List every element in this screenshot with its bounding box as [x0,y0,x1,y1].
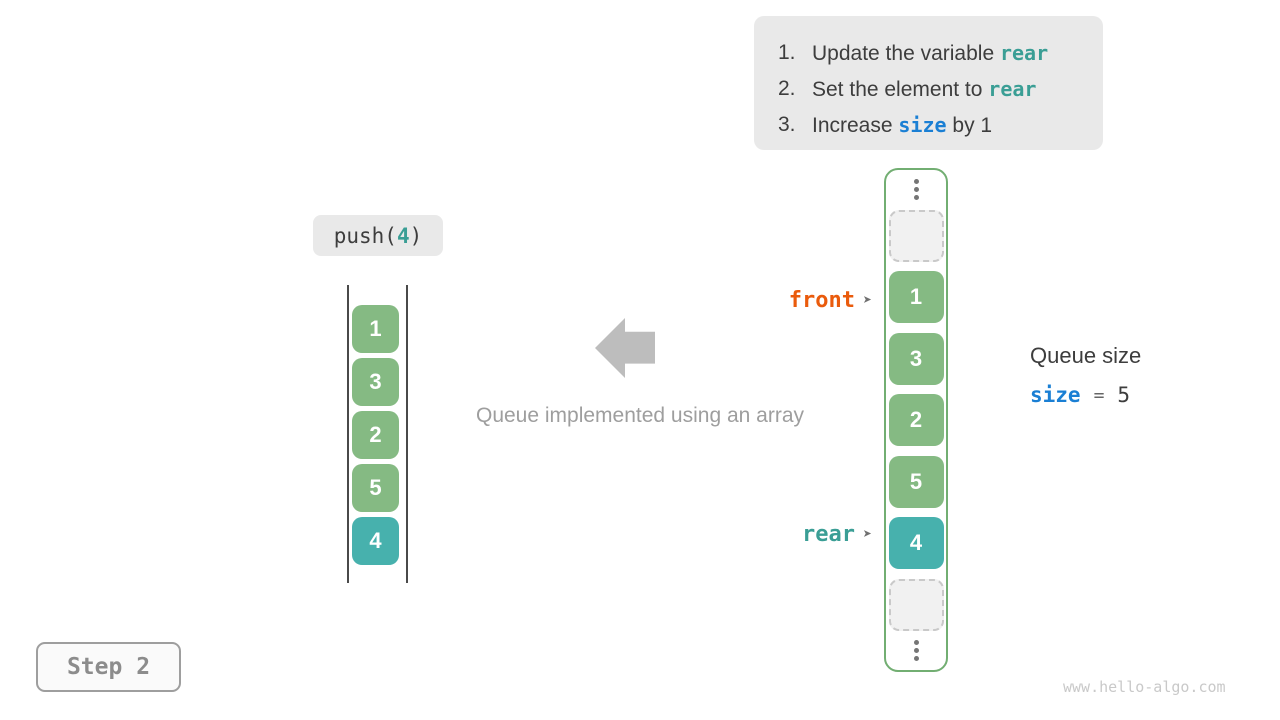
array-cell: 5 [888,455,944,508]
rear-pointer: rear ➤ [700,521,872,547]
step-text: Set the element to rear [812,77,1036,102]
step-item-3: 3. Increase size by 1 [778,107,1103,143]
empty-slot [888,578,944,631]
ellipsis-icon [913,179,919,200]
step-text: Update the variable rear [812,41,1048,66]
step-text-pre: Increase [812,113,899,137]
queue-cell: 5 [352,464,399,512]
ellipsis-icon [913,640,919,661]
size-value: 5 [1117,383,1131,407]
push-argument: 4 [396,223,410,248]
queue-size-info: Queue size size = 5 [1030,343,1141,407]
code-token-rear: rear [988,76,1037,101]
stack-rail-right [406,285,408,583]
queue-cell: 3 [352,358,399,406]
stack-rail-left [347,285,349,583]
array-cell: 1 [888,271,944,323]
pointer-arrow-icon: ➤ [862,290,872,309]
step-item-2: 2. Set the element to rear [778,71,1103,107]
queue-cell-highlighted: 4 [352,517,399,565]
left-arrow-icon [595,318,655,378]
equals-sign: = [1093,384,1105,406]
rear-pointer-label: rear [801,521,855,547]
abstract-queue: 1 3 2 5 4 [352,305,399,565]
push-prefix: push( [333,223,397,248]
queue-cell: 1 [352,305,399,353]
queue-size-title: Queue size [1030,343,1142,368]
array-cell: 2 [888,394,944,446]
front-pointer-label: front [788,287,855,313]
watermark: www.hello-algo.com [1063,678,1226,696]
array-cell: 3 [888,332,944,385]
array-representation: 1 3 2 5 4 [884,168,948,672]
queue-size-expression: size = 5 [1030,383,1141,407]
step-number: 2. [778,77,796,100]
step-text-pre: Set the element to [812,77,989,101]
step-badge: Step 2 [36,642,181,692]
push-operation-label: push(4) [313,215,443,256]
step-text-post: by 1 [946,113,993,137]
empty-slot [888,209,944,262]
size-variable: size [1030,383,1081,407]
step-text-pre: Update the variable [812,41,1000,65]
front-pointer: front ➤ [700,287,872,313]
array-cell-highlighted: 4 [888,517,944,569]
step-number: 1. [778,41,796,64]
code-token-size: size [898,112,947,137]
code-token-rear: rear [999,40,1049,65]
steps-panel: 1. Update the variable rear 2. Set the e… [754,16,1103,150]
step-number: 3. [778,113,796,136]
push-suffix: ) [409,223,423,248]
pointer-arrow-icon: ➤ [862,524,872,543]
queue-cell: 2 [352,411,399,459]
diagram-caption: Queue implemented using an array [475,404,805,427]
step-text: Increase size by 1 [812,113,992,138]
step-item-1: 1. Update the variable rear [778,35,1103,71]
